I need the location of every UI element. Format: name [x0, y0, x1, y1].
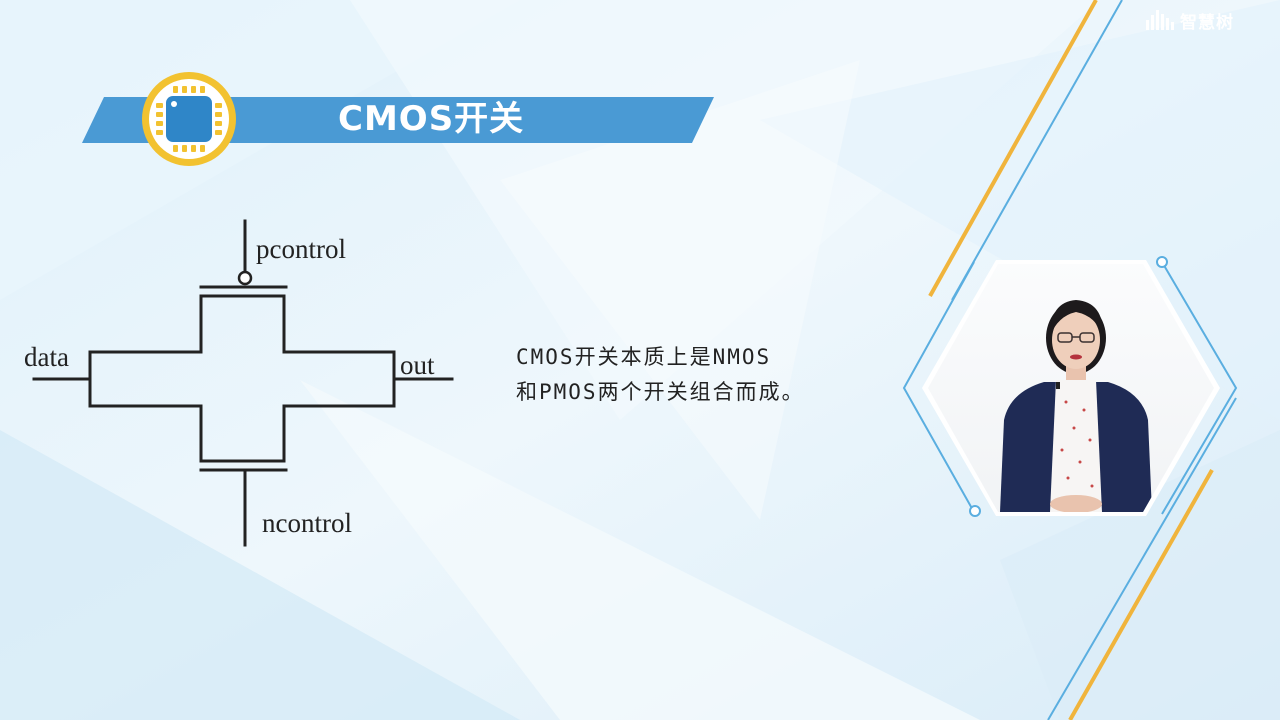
accent-line-bottom [1068, 469, 1214, 720]
description-line-1: CMOS开关本质上是NMOS [516, 345, 772, 369]
hex-node-bottom [969, 505, 981, 517]
transmission-gate-body [88, 294, 396, 463]
cmos-switch-diagram [32, 219, 454, 547]
blue-line-top [951, 0, 1123, 301]
chip-icon [142, 72, 236, 166]
pmos-gate-bubble [237, 270, 253, 286]
sound-bars-icon [1146, 10, 1174, 30]
pcontrol-label: pcontrol [256, 234, 346, 264]
hex-outline-left [902, 261, 975, 513]
logo: 智慧树 [1146, 8, 1234, 33]
blue-line-bottom [1047, 397, 1237, 720]
header-banner [82, 97, 714, 143]
hex-node-top [1156, 256, 1168, 268]
data-label: data [24, 342, 69, 372]
ncontrol-label: ncontrol [262, 508, 352, 538]
page-title: CMOS开关 [338, 99, 525, 139]
presenter-video [928, 264, 1214, 512]
description: CMOS开关本质上是NMOS 和PMOS两个开关组合而成。 [516, 340, 886, 410]
logo-text: 智慧树 [1180, 12, 1234, 33]
hex-outline-right [1161, 261, 1238, 515]
accent-line-top [928, 0, 1098, 297]
out-label: out [400, 350, 435, 380]
description-line-2: 和PMOS两个开关组合而成。 [516, 380, 805, 404]
